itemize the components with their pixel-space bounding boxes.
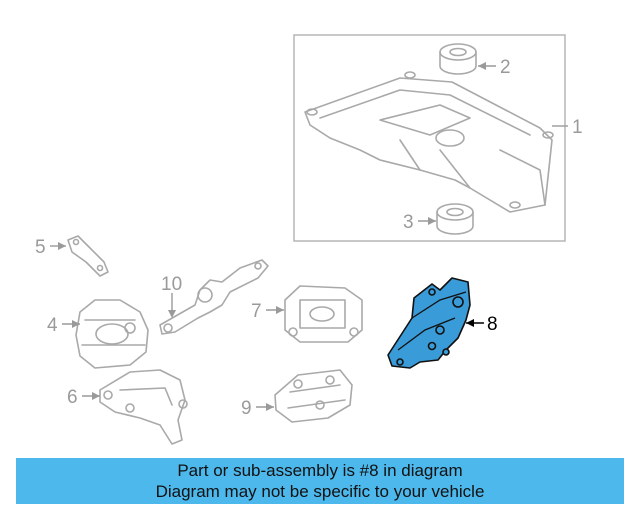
callout-9: 9 <box>241 398 252 419</box>
callout-8: 8 <box>487 314 498 335</box>
callout-6: 6 <box>67 387 78 408</box>
callout-4: 4 <box>47 315 58 336</box>
info-banner: Part or sub-assembly is #8 in diagram Di… <box>16 458 624 504</box>
part-1-subframe[interactable] <box>304 71 554 213</box>
callout-10: 10 <box>161 274 182 295</box>
part-5-bracket[interactable] <box>67 235 109 277</box>
part-10-torque-rod[interactable] <box>159 259 269 335</box>
part-2-bushing[interactable] <box>439 43 477 75</box>
part-4-engine-mount[interactable] <box>75 299 149 369</box>
callout-2: 2 <box>500 57 511 78</box>
part-3-bushing[interactable] <box>436 203 474 235</box>
callout-3: 3 <box>403 212 414 233</box>
subframe-group-box <box>293 34 566 242</box>
banner-line-1: Part or sub-assembly is #8 in diagram <box>177 461 463 480</box>
part-9-mount-bracket[interactable] <box>274 369 353 423</box>
parts-diagram: 1 2 3 5 10 4 <box>35 34 583 445</box>
callout-7: 7 <box>251 301 262 322</box>
part-6-mount-bracket[interactable] <box>99 369 188 445</box>
part-8-highlighted-bracket[interactable] <box>387 277 471 369</box>
callout-1: 1 <box>572 117 583 138</box>
banner-line-2: Diagram may not be specific to your vehi… <box>155 482 485 501</box>
callout-5: 5 <box>35 237 46 258</box>
part-7-transmission-mount[interactable] <box>284 285 363 343</box>
